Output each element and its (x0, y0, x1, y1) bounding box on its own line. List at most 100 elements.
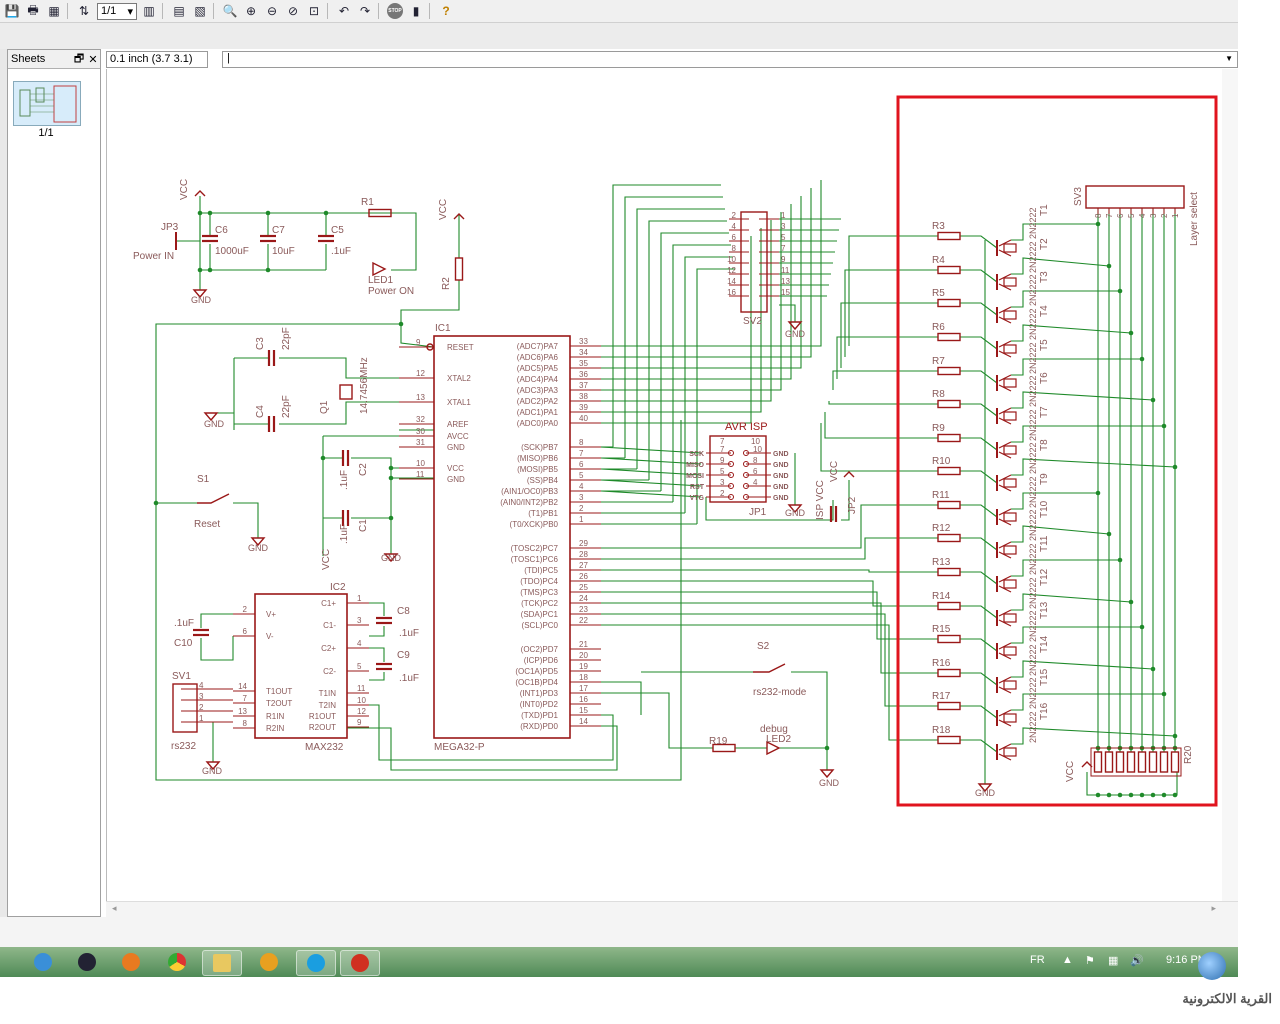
close-icon[interactable]: ✕ (88, 53, 98, 66)
zoom-out-icon[interactable]: ⊖ (266, 4, 278, 18)
driver-transistor (998, 340, 1012, 348)
cam-processor-icon[interactable]: ▦ (48, 4, 60, 18)
ic1-pin-number: 35 (579, 359, 588, 368)
sheet-thumbnail[interactable] (13, 81, 81, 126)
ic1-pin-number: 2 (579, 504, 584, 513)
power-on-label: Power ON (368, 286, 414, 297)
driver-resistor (937, 735, 961, 745)
board-switch-icon[interactable]: ⇅ (78, 4, 90, 18)
zoom-redraw-icon[interactable]: ⊘ (287, 4, 299, 18)
schematic-canvas[interactable]: VCC JP3 Power IN C6 1000uF C7 10uF C5 .1… (106, 69, 1239, 901)
go-icon[interactable]: ▮ (412, 4, 420, 18)
isp-signal-label: VTG (690, 495, 705, 502)
sheet-thumbnail-preview (19, 85, 77, 123)
save-icon[interactable]: 💾 (4, 4, 20, 18)
redo-icon[interactable]: ↷ (359, 4, 371, 18)
sheets-title: Sheets (11, 53, 46, 65)
explorer-button[interactable] (202, 950, 242, 976)
driver-transistor (998, 316, 1012, 324)
script-icon[interactable]: ▤ (173, 4, 185, 18)
undo-icon[interactable]: ↶ (338, 4, 350, 18)
vertical-scrollbar[interactable] (1222, 69, 1238, 901)
s1-label: S1 (197, 474, 210, 485)
gnd-label: GND (819, 778, 840, 788)
layer-select-label: Layer select (1189, 192, 1200, 246)
horizontal-scrollbar[interactable]: ◂ ▸ (106, 901, 1238, 918)
scroll-left-icon[interactable]: ◂ (112, 903, 117, 913)
app-button[interactable] (68, 950, 106, 974)
sv2-pin-number: 3 (781, 222, 786, 231)
wire (200, 636, 234, 661)
driver-resistor-label: R13 (932, 557, 951, 568)
wire (601, 569, 938, 573)
zoom-select-icon[interactable]: ⊡ (308, 4, 320, 18)
show-hidden-icons[interactable]: ▲ (1062, 954, 1073, 966)
gnd-label: GND (381, 553, 402, 563)
volume-icon[interactable]: 🔊 (1130, 955, 1144, 967)
wire (601, 220, 772, 402)
ulp-icon[interactable]: ▧ (194, 4, 206, 18)
eagle-button[interactable] (340, 950, 380, 976)
ic1-pin-number: 1 (579, 515, 584, 524)
stop-button[interactable]: STOP (386, 2, 404, 20)
junction-dot (197, 210, 203, 216)
chevron-down-icon[interactable]: ▼ (1225, 54, 1233, 63)
gnd-label: GND (785, 329, 806, 339)
tool-button[interactable] (250, 950, 288, 974)
driver-transistor-body (1003, 478, 1017, 488)
network-icon[interactable]: ▦ (1108, 955, 1119, 967)
driver-resistor (937, 567, 961, 577)
help-button[interactable]: ? (442, 4, 450, 18)
ic2-pin-name: R1IN (266, 712, 284, 721)
avr-isp-connector[interactable]: AVR ISP JP1 SCK7MISO9MOSI5RST3VTG2GND10G… (686, 421, 858, 520)
ic1-pin-number: 38 (579, 392, 588, 401)
sheet-select[interactable]: 1/1▾ (97, 2, 137, 20)
transistor-label: T1 (1039, 204, 1050, 216)
ic2-pin-name: R1OUT (309, 712, 336, 721)
transistor-part-label: 2N2222 (1028, 711, 1038, 743)
ie-button[interactable] (24, 950, 62, 974)
power-section: VCC JP3 Power IN C6 1000uF C7 10uF C5 .1… (133, 179, 452, 305)
driver-resistor-label: R17 (932, 691, 951, 702)
ic2-max232[interactable]: IC2 MAX232 2V+6V-14T1OUT7T2OUT13R1IN8R2I… (174, 582, 419, 753)
sheets-panel: Sheets 🗗 ✕ 1/1 (7, 49, 101, 917)
wire (601, 504, 938, 549)
print-icon[interactable]: 🖶 (27, 2, 39, 17)
wire (828, 401, 938, 405)
zoom-fit-icon[interactable]: 🔍 (222, 4, 238, 18)
ic1-pin-number: 14 (579, 717, 588, 726)
sv3-body (1085, 185, 1185, 209)
language-indicator[interactable]: FR (1030, 954, 1045, 966)
ic1-pin-number: 13 (416, 393, 425, 402)
driver-transistor (998, 541, 1012, 549)
driver-resistor (937, 466, 961, 476)
r2-symbol (454, 257, 464, 281)
sv3-pin-number: 5 (1127, 213, 1136, 218)
scroll-right-icon[interactable]: ▸ (1211, 903, 1216, 913)
ground-symbol (205, 761, 221, 771)
ground-symbol (977, 783, 993, 793)
library-icon[interactable]: ▥ (143, 4, 155, 18)
restore-icon[interactable]: 🗗 (73, 52, 85, 65)
ic1-mega32[interactable]: IC1 MEGA32-P 9RESET12XTAL213XTAL132AREF3… (399, 323, 601, 753)
wire (960, 235, 998, 249)
ic2-part: MAX232 (305, 742, 344, 753)
wire (960, 605, 998, 619)
firefox-button[interactable] (112, 950, 150, 974)
skype-button[interactable] (296, 950, 336, 976)
sv2-pin-number: 9 (781, 255, 786, 264)
transistor-label: T16 (1039, 702, 1050, 720)
isp-pin-number: 10 (753, 445, 762, 454)
wire (960, 739, 998, 753)
transistor-label: T10 (1039, 500, 1050, 518)
ic1-pin-number: 21 (579, 640, 588, 649)
chrome-button[interactable] (158, 950, 196, 974)
zoom-in-icon[interactable]: ⊕ (245, 4, 257, 18)
command-input[interactable]: |▼ (222, 51, 1238, 68)
clock[interactable]: 9:16 PM (1166, 954, 1207, 966)
action-center-icon[interactable]: ⚑ (1085, 955, 1095, 967)
sv2-pin-number: 12 (727, 266, 736, 275)
